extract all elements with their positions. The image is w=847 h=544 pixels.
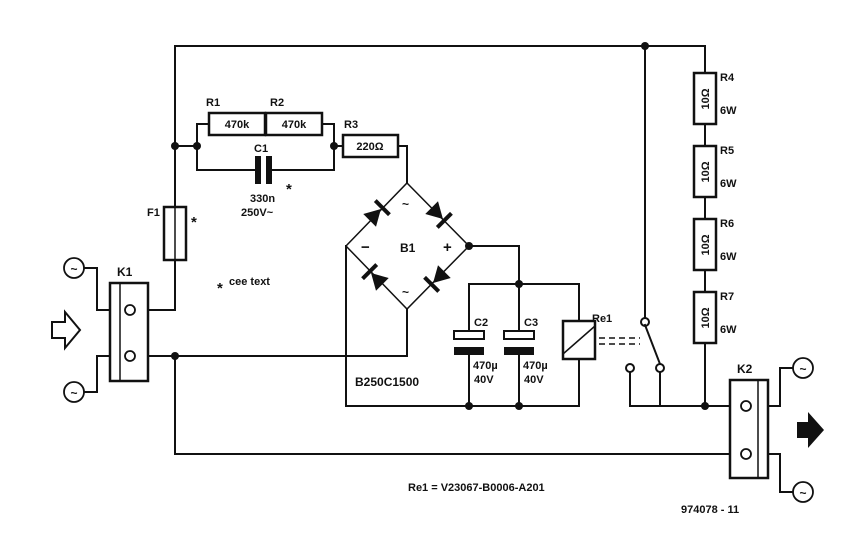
svg-text:~: ~ [799, 362, 806, 376]
ac-source-icon: ~ [792, 357, 814, 379]
connector-k2: K2 ~ ~ [728, 357, 824, 503]
note-text: cee text [229, 276, 270, 288]
r2-ref: R2 [270, 97, 284, 109]
r1-ref: R1 [206, 97, 220, 109]
capacitor-c2: C2 470µ 40V [453, 317, 498, 386]
r3-value: 220Ω [356, 141, 383, 153]
resistor-r4: R4 10Ω 6W [692, 71, 737, 126]
resistor-r5: R5 10Ω 6W [692, 144, 737, 199]
c2-ref: C2 [474, 317, 488, 329]
r6-value: 10Ω [700, 234, 712, 255]
bridge-b1: B1 − + ~ ~ B250C1500 [344, 181, 471, 389]
r7-ref: R7 [720, 291, 734, 303]
svg-text:~: ~ [70, 262, 77, 276]
bridge-part: B250C1500 [355, 375, 419, 389]
ac-source-icon: ~ [63, 381, 85, 403]
output-arrow-icon [797, 412, 824, 448]
r1-value: 470k [225, 119, 250, 131]
relay-ref: Re1 [592, 313, 612, 325]
bridge-minus: − [361, 239, 370, 256]
r4-power: 6W [720, 105, 737, 117]
r5-ref: R5 [720, 145, 734, 157]
resistor-r1: R1 470k [206, 97, 267, 137]
resistor-r2: R2 470k [264, 97, 324, 137]
c2-voltage: 40V [474, 374, 494, 386]
c1-mark: * [286, 181, 292, 198]
r4-ref: R4 [720, 72, 735, 84]
svg-text:~: ~ [70, 386, 77, 400]
wires [83, 45, 794, 493]
c3-voltage: 40V [524, 374, 544, 386]
c1-value: 330n [250, 193, 275, 205]
ac-source-icon: ~ [63, 257, 85, 279]
annotations: * cee text Re1 = V23067-B0006-A201 97407… [217, 276, 739, 516]
r2-value: 470k [282, 119, 307, 131]
bridge-plus: + [443, 239, 452, 256]
k2-ref: K2 [737, 362, 753, 376]
note-mark: * [217, 280, 223, 297]
relay-switch [625, 317, 665, 373]
relay-part-note: Re1 = V23067-B0006-A201 [408, 482, 545, 494]
r6-power: 6W [720, 251, 737, 263]
r5-value: 10Ω [700, 161, 712, 182]
c3-ref: C3 [524, 317, 538, 329]
ac-source-icon: ~ [792, 481, 814, 503]
c1-voltage: 250V~ [241, 207, 274, 219]
resistor-r3: R3 220Ω [341, 119, 400, 159]
bridge-ac-top: ~ [402, 197, 409, 211]
resistor-r7: R7 10Ω 6W [692, 290, 737, 345]
c2-value: 470µ [473, 360, 498, 372]
r5-power: 6W [720, 178, 737, 190]
capacitor-c3: C3 470µ 40V [503, 317, 548, 386]
r6-ref: R6 [720, 218, 734, 230]
input-arrow-icon [51, 309, 82, 351]
capacitor-c1: C1 330n * 250V~ [241, 143, 292, 219]
figure-id: 974078 - 11 [681, 504, 739, 516]
fuse-mark: * [191, 214, 197, 231]
c1-ref: C1 [254, 143, 268, 155]
c3-value: 470µ [523, 360, 548, 372]
relay-re1: Re1 [561, 313, 640, 361]
connector-k1: K1 ~ ~ [51, 257, 150, 403]
r7-value: 10Ω [700, 307, 712, 328]
svg-text:~: ~ [799, 486, 806, 500]
r4-value: 10Ω [700, 88, 712, 109]
bridge-ref: B1 [400, 241, 416, 255]
r3-ref: R3 [344, 119, 358, 131]
k1-ref: K1 [117, 265, 133, 279]
resistor-r6: R6 10Ω 6W [692, 217, 737, 272]
r7-power: 6W [720, 324, 737, 336]
fuse-f1: F1 * [147, 205, 197, 262]
bridge-ac-bottom: ~ [402, 285, 409, 299]
fuse-ref: F1 [147, 207, 160, 219]
